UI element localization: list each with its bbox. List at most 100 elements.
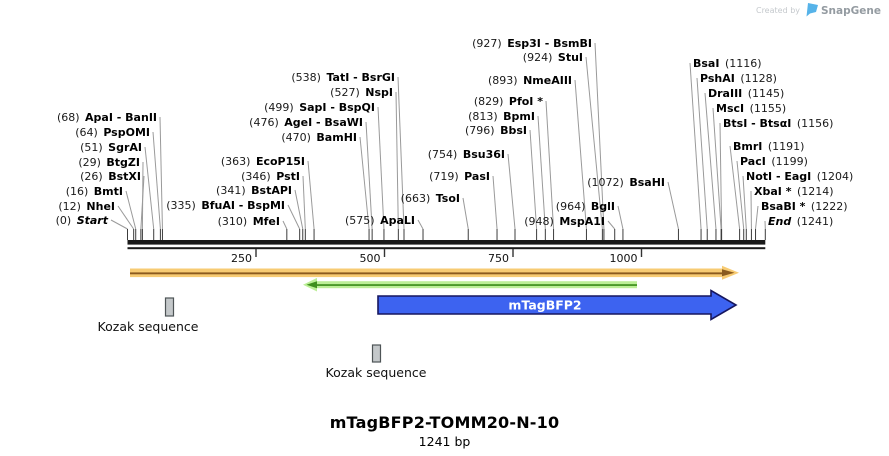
enzyme-site[interactable]: BmrI (1191) bbox=[729, 140, 804, 240]
construct-title: mTagBFP2-TOMM20-N-10 bbox=[329, 413, 560, 432]
enzyme-site[interactable]: End (1241) bbox=[764, 215, 833, 240]
kozak-marker-box bbox=[371, 344, 382, 363]
enzyme-site[interactable]: (575) ApaLI bbox=[345, 214, 424, 240]
leader-line bbox=[736, 160, 745, 230]
enzyme-site[interactable]: (341) BstAPI bbox=[216, 184, 304, 240]
enzyme-label: (796) BbsI bbox=[465, 124, 527, 137]
enzyme-site[interactable]: (1072) BsaHI bbox=[587, 176, 679, 240]
enzyme-site[interactable]: MscI (1155) bbox=[712, 102, 786, 240]
enzyme-site[interactable]: (893) NmeAIII bbox=[488, 74, 587, 240]
leader-line bbox=[302, 175, 306, 230]
enzyme-site[interactable]: (16) BmtI bbox=[66, 185, 137, 240]
enzyme-label: (346) PstI bbox=[241, 170, 300, 183]
mtagbfp2-arrow-shape bbox=[377, 289, 738, 321]
enzyme-site[interactable]: (335) BfuAI - BspMI bbox=[166, 199, 301, 240]
kozak-label: Kozak sequence bbox=[326, 365, 427, 380]
ruler-tick-label: 500 bbox=[360, 252, 381, 265]
enzyme-site[interactable]: XbaI * (1214) bbox=[750, 185, 834, 240]
leader-line bbox=[307, 160, 315, 230]
enzyme-site[interactable]: (813) BpmI bbox=[468, 110, 546, 240]
snapgene-logo-icon bbox=[806, 3, 818, 17]
enzyme-site[interactable]: (964) BglI bbox=[556, 200, 624, 240]
enzyme-site[interactable]: (29) BtgZI bbox=[78, 156, 144, 240]
leader-line bbox=[617, 205, 624, 230]
enzyme-label: (26) BstXI bbox=[80, 170, 141, 183]
enzyme-site[interactable]: BtsI - BtsαI (1156) bbox=[719, 117, 833, 240]
enzyme-label: BsaI (1116) bbox=[693, 57, 762, 70]
orf-forward-head-core bbox=[722, 269, 735, 277]
enzyme-site[interactable]: BsaI (1116) bbox=[689, 57, 762, 240]
kozak-marker-2[interactable]: Kozak sequence bbox=[326, 344, 427, 380]
leader-line bbox=[462, 197, 469, 230]
enzyme-label: (12) NheI bbox=[58, 200, 115, 213]
enzyme-label: (893) NmeAIII bbox=[488, 74, 572, 87]
enzyme-site[interactable]: (0) Start bbox=[56, 214, 128, 240]
enzyme-site[interactable]: NotI - EagI (1204) bbox=[742, 170, 853, 240]
leader-line bbox=[594, 42, 605, 230]
leader-line bbox=[704, 92, 717, 230]
enzyme-site[interactable]: (829) PfoI * bbox=[474, 95, 555, 240]
enzyme-site[interactable]: (499) SapI - BspQI bbox=[264, 101, 385, 240]
enzyme-label: (64) PspOMI bbox=[75, 126, 150, 139]
enzyme-site[interactable]: (527) NspI bbox=[330, 86, 399, 240]
kozak-marker-box bbox=[164, 297, 175, 317]
enzyme-site[interactable]: (754) Bsu36I bbox=[428, 148, 516, 240]
orf-arrow-reverse[interactable] bbox=[303, 277, 637, 292]
enzyme-label: (924) StuI bbox=[523, 51, 583, 64]
enzyme-site[interactable]: (663) TsoI bbox=[401, 192, 469, 240]
leader-line bbox=[689, 62, 702, 230]
ruler-bar-top bbox=[127, 240, 766, 245]
enzyme-label: (948) MspA1I bbox=[524, 215, 605, 228]
enzyme-label: End (1241) bbox=[768, 215, 833, 228]
enzyme-label: MscI (1155) bbox=[716, 102, 786, 115]
enzyme-label: (29) BtgZI bbox=[78, 156, 140, 169]
enzyme-site[interactable]: (363) EcoP15I bbox=[221, 155, 315, 240]
enzyme-site[interactable]: (796) BbsI bbox=[465, 124, 538, 240]
enzyme-label: (68) ApaI - BanII bbox=[57, 111, 157, 124]
enzyme-label: (363) EcoP15I bbox=[221, 155, 305, 168]
enzyme-site[interactable]: (12) NheI bbox=[58, 200, 135, 240]
enzyme-site[interactable]: (310) MfeI bbox=[218, 215, 288, 240]
enzyme-site[interactable]: (719) PasI bbox=[429, 170, 498, 240]
enzyme-site[interactable]: (476) AgeI - BsaWI bbox=[249, 116, 373, 240]
orf-arrow-forward[interactable] bbox=[130, 265, 739, 280]
leader-line bbox=[712, 107, 722, 230]
kozak-label: Kozak sequence bbox=[98, 319, 199, 334]
leader-line bbox=[755, 205, 759, 230]
enzyme-label: NotI - EagI (1204) bbox=[746, 170, 853, 183]
enzyme-site[interactable]: PacI (1199) bbox=[736, 155, 808, 240]
leader-line bbox=[117, 205, 135, 230]
leader-line bbox=[545, 100, 555, 230]
enzyme-site[interactable]: DraIII (1145) bbox=[704, 87, 784, 240]
enzyme-site[interactable]: (346) PstI bbox=[241, 170, 306, 240]
enzyme-site[interactable]: (26) BstXI bbox=[80, 170, 145, 240]
enzyme-label: (663) TsoI bbox=[401, 192, 460, 205]
mtagbfp2-feature-arrow[interactable]: mTagBFP2 bbox=[377, 289, 738, 321]
mtagbfp2-label: mTagBFP2 bbox=[508, 298, 581, 313]
enzyme-label: PshAI (1128) bbox=[700, 72, 777, 85]
enzyme-site[interactable]: (927) Esp3I - BsmBI bbox=[472, 37, 605, 240]
enzyme-site[interactable]: (538) TatI - BsrGI bbox=[291, 71, 405, 240]
leader-line bbox=[395, 91, 399, 230]
enzyme-site[interactable]: (64) PspOMI bbox=[75, 126, 161, 240]
enzyme-label: (754) Bsu36I bbox=[428, 148, 505, 161]
enzyme-site[interactable]: (68) ApaI - BanII bbox=[57, 111, 163, 240]
enzyme-site[interactable]: (948) MspA1I bbox=[524, 215, 616, 240]
enzyme-site[interactable]: PshAI (1128) bbox=[696, 72, 777, 240]
leader-line bbox=[729, 145, 741, 230]
kozak-marker-1[interactable]: Kozak sequence bbox=[98, 297, 199, 334]
enzyme-site[interactable]: (470) BamHI bbox=[281, 131, 370, 240]
enzyme-site[interactable]: (51) SgrAI bbox=[80, 141, 155, 240]
enzyme-label: BtsI - BtsαI (1156) bbox=[723, 117, 833, 130]
enzyme-label: (575) ApaLI bbox=[345, 214, 415, 227]
leader-line bbox=[585, 56, 603, 230]
enzyme-site[interactable]: (924) StuI bbox=[523, 51, 603, 240]
leader-line bbox=[537, 115, 546, 230]
leader-line bbox=[696, 77, 708, 230]
leader-line bbox=[492, 175, 498, 230]
enzyme-label: BmrI (1191) bbox=[733, 140, 804, 153]
enzyme-label: (538) TatI - BsrGI bbox=[291, 71, 395, 84]
enzyme-label: (476) AgeI - BsaWI bbox=[249, 116, 363, 129]
enzyme-site[interactable]: BsaBI * (1222) bbox=[755, 200, 848, 240]
watermark-brand: SnapGene bbox=[821, 5, 881, 17]
